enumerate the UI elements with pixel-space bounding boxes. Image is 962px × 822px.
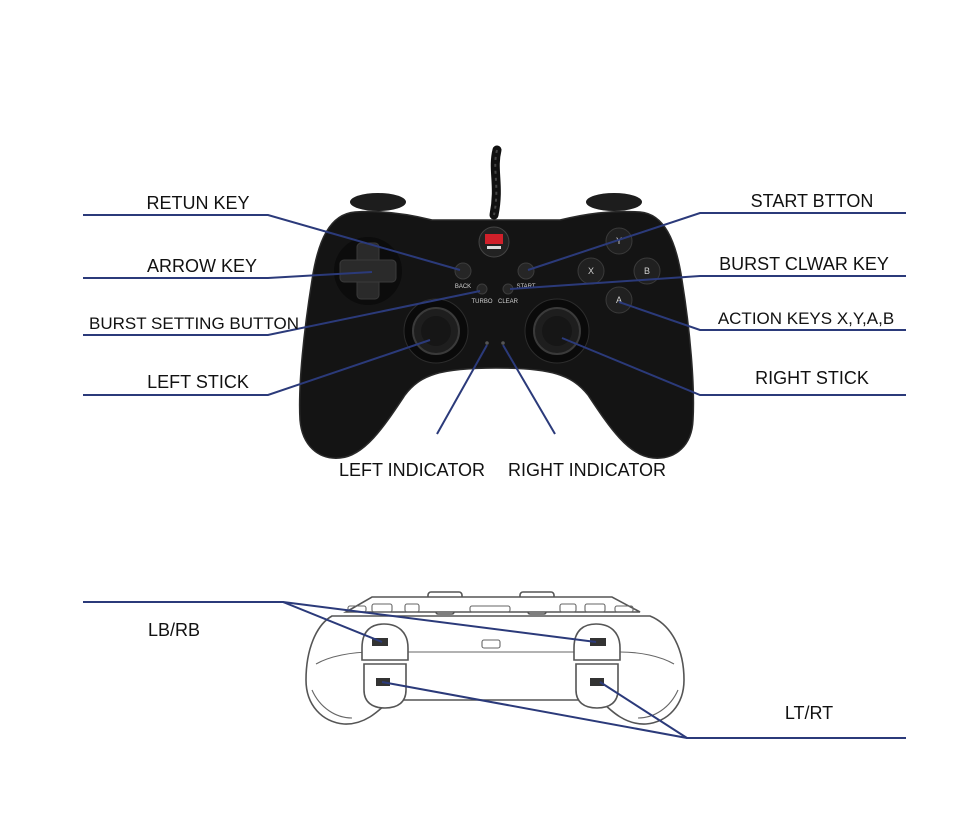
back-button[interactable]: [455, 263, 471, 279]
left-shoulder: [350, 193, 406, 211]
controller-front-view: BACK START TURBO CLEAR Y X B A: [300, 150, 694, 458]
label-action-keys: ACTION KEYS X,Y,A,B: [718, 309, 894, 328]
clear-label: CLEAR: [498, 299, 519, 305]
button-x-label: X: [588, 266, 594, 276]
right-shoulder: [586, 193, 642, 211]
left-stick[interactable]: [404, 299, 468, 363]
start-button[interactable]: [518, 263, 534, 279]
top-view-body: [306, 616, 684, 724]
label-lb-rb: LB/RB: [148, 620, 200, 640]
label-start-button: START BTTON: [751, 191, 874, 211]
mode-indicator-logo: [479, 227, 509, 257]
right-stick[interactable]: [525, 299, 589, 363]
label-burst-setting-button: BURST SETTING BUTTON: [89, 314, 299, 333]
label-right-indicator: RIGHT INDICATOR: [508, 460, 666, 480]
right-indicator-light: [501, 341, 505, 345]
button-b-label: B: [644, 266, 650, 276]
label-left-stick: LEFT STICK: [147, 372, 249, 392]
label-return-key: RETUN KEY: [146, 193, 249, 213]
label-right-stick: RIGHT STICK: [755, 368, 869, 388]
back-label: BACK: [455, 284, 471, 290]
label-arrow-key: ARROW KEY: [147, 256, 257, 276]
turbo-label: TURBO: [472, 299, 493, 305]
turbo-button[interactable]: [477, 284, 487, 294]
d-pad[interactable]: [334, 237, 402, 305]
label-lt-rt: LT/RT: [785, 703, 833, 723]
label-burst-clear-key: BURST CLWAR KEY: [719, 254, 889, 274]
left-indicator-light: [485, 341, 489, 345]
label-left-indicator: LEFT INDICATOR: [339, 460, 485, 480]
